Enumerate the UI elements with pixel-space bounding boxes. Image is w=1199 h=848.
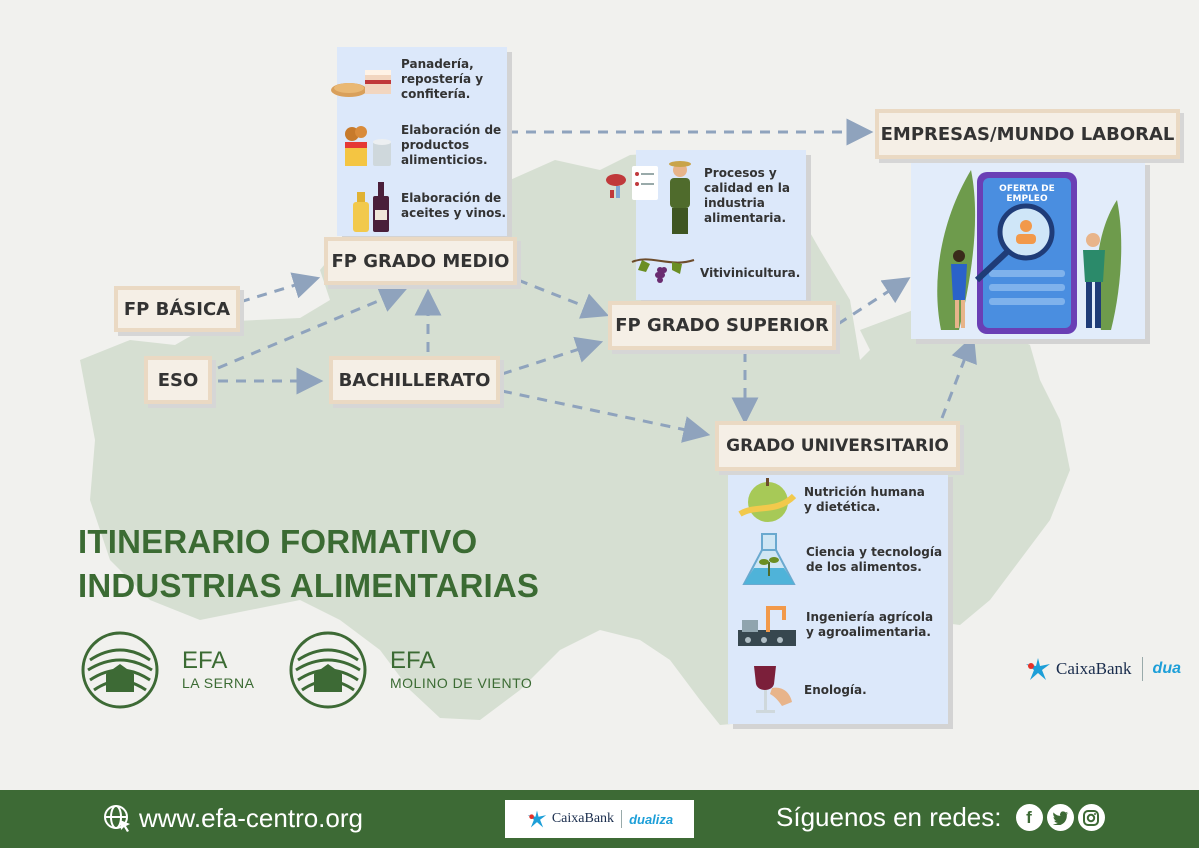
arrow-gradomedio-gradosuperior	[517, 278, 610, 319]
caixabank-name: CaixaBank	[1056, 659, 1132, 678]
universitario-item-label: Nutrición humana y dietética.	[804, 485, 925, 514]
caixabank-dualiza-logo: CaixaBank dua	[1024, 656, 1181, 682]
flask-plant-icon	[742, 533, 796, 585]
node-eso: ESO	[144, 356, 212, 404]
social-label: Síguenos en redes:	[776, 802, 1002, 832]
efa-la-serna-text: EFA LA SERNA	[182, 648, 254, 692]
arrow-bachillerato-universitario	[501, 389, 711, 443]
universitario-item-label: Ciencia y tecnología de los alimentos.	[806, 545, 943, 574]
dualiza-name: dualiza	[629, 811, 674, 827]
grado-medio-item-label: Elaboración de productos alimenticios.	[401, 122, 502, 167]
quality-worker-icon	[606, 161, 691, 234]
grado-medio-item: Elaboración de productos alimenticios.	[343, 122, 501, 168]
school-name: EFA	[182, 647, 228, 674]
node-fp-grado-superior: FP GRADO SUPERIOR	[608, 301, 836, 350]
node-fp-basica: FP BÁSICA	[114, 286, 240, 332]
efa-la-serna-logo: EFA LA SERNA	[80, 630, 254, 710]
school-place: LA SERNA	[182, 675, 255, 691]
apple-tape-icon	[738, 478, 796, 522]
grado-medio-item: Elaboración de aceites y vinos.	[345, 178, 506, 234]
caixabank-name: CaixaBank	[551, 811, 615, 826]
efa-knot-icon	[289, 631, 367, 709]
arrow-gradosuperior-empresas	[837, 277, 911, 326]
grado-medio-item: Panadería, repostería y confitería.	[331, 57, 483, 102]
grado-medio-item-label: Panadería, repostería y confitería.	[401, 57, 484, 101]
job-offer-caption: OFERTA DE EMPLEO	[991, 184, 1063, 204]
empresas-panel: OFERTA DE EMPLEO	[911, 160, 1145, 339]
globe-cursor-icon	[104, 804, 130, 832]
social-section: Síguenos en redes: f	[776, 802, 1105, 833]
footer-bar: www.efa-centro.org CaixaBank dualiza Síg…	[0, 790, 1199, 848]
node-fp-grado-medio: FP GRADO MEDIO	[324, 237, 517, 285]
caixabank-star-icon	[1026, 658, 1050, 680]
dualiza-name: dua	[1152, 660, 1181, 677]
universitario-item: Nutrición humana y dietética.	[736, 474, 925, 526]
food-products-icon	[345, 126, 391, 166]
universitario-item: Enología.	[746, 662, 867, 718]
node-grado-universitario: GRADO UNIVERSITARIO	[715, 421, 960, 471]
efa-knot-icon	[81, 631, 159, 709]
footer-caixabank-dualiza-logo: CaixaBank dualiza	[505, 800, 694, 838]
facebook-icon[interactable]: f	[1015, 804, 1043, 831]
website-link[interactable]: www.efa-centro.org	[103, 803, 363, 834]
grado-superior-panel: Procesos y calidad en la industria alime…	[606, 150, 806, 300]
job-offer-line1: OFERTA DE	[999, 184, 1055, 194]
cake-bread-icon	[331, 69, 391, 97]
caixabank-star-icon	[527, 810, 547, 828]
wine-glass-icon	[754, 666, 792, 713]
node-empresas: EMPRESAS/MUNDO LABORAL	[875, 109, 1180, 159]
universitario-item: Ingeniería agrícola y agroalimentaria.	[736, 600, 933, 650]
grado-medio-item-label: Elaboración de aceites y vinos.	[401, 191, 507, 220]
efa-molino-text: EFA MOLINO DE VIENTO	[390, 648, 532, 692]
instagram-icon[interactable]	[1077, 804, 1105, 831]
logo-divider	[1141, 657, 1143, 681]
logo-divider	[621, 810, 623, 828]
website-text: www.efa-centro.org	[139, 803, 363, 833]
job-offer-line2: EMPLEO	[1006, 194, 1048, 204]
grado-superior-item-label: Procesos y calidad en la industria alime…	[704, 166, 790, 225]
oil-wine-bottles-icon	[353, 182, 389, 232]
universitario-item-label: Enología.	[804, 682, 867, 697]
arrow-eso-gradomedio	[217, 286, 407, 370]
universitario-item-label: Ingeniería agrícola y agroalimentaria.	[806, 610, 934, 639]
page-title: ITINERARIO FORMATIVO INDUSTRIAS ALIMENTA…	[78, 523, 540, 604]
arrow-fpbasica-gradomedio	[239, 272, 321, 304]
grado-medio-panel: Panadería, repostería y confitería. Elab…	[331, 47, 507, 236]
job-offer-illustration	[937, 170, 1122, 334]
universitario-item: Ciencia y tecnología de los alimentos.	[742, 532, 942, 588]
grado-superior-item-label: Vitivinicultura.	[700, 265, 801, 280]
grapevine-icon	[631, 258, 695, 283]
arrow-bachillerato-gradosuperior	[501, 336, 604, 376]
flow-arrows	[217, 118, 977, 443]
school-name: EFA	[390, 647, 436, 674]
machinery-icon	[738, 606, 796, 646]
school-place: MOLINO DE VIENTO	[390, 675, 533, 691]
universitario-panel: Nutrición humana y dietética. Ciencia y …	[728, 472, 948, 724]
grado-superior-item: Vitivinicultura.	[630, 254, 800, 292]
efa-molino-logo: EFA MOLINO DE VIENTO	[288, 630, 532, 710]
twitter-icon[interactable]	[1046, 804, 1074, 831]
grado-superior-item: Procesos y calidad en la industria alime…	[604, 156, 790, 236]
arrow-universitario-empresas	[940, 334, 977, 419]
node-bachillerato: BACHILLERATO	[329, 356, 500, 404]
